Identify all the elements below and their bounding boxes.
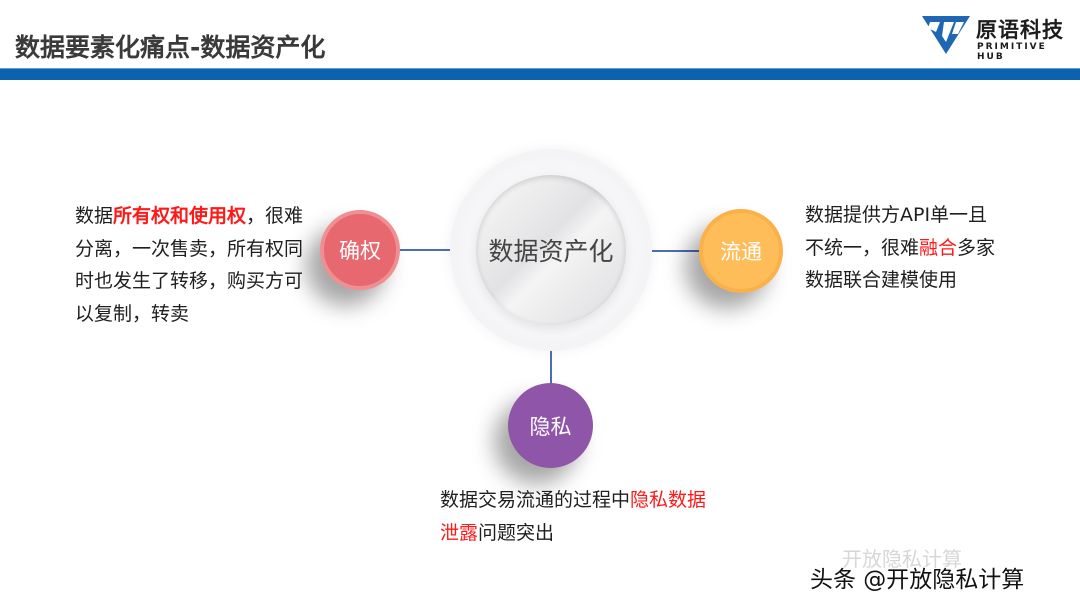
- logo-name-cn: 原语科技: [976, 18, 1064, 42]
- privacy-desc-highlight: 隐私数据泄露: [440, 489, 707, 544]
- watermark-ghost: 开放隐私计算: [842, 547, 962, 571]
- privacy-desc-prefix: 数据交易流通的过程中: [440, 489, 631, 511]
- circulation-desc-prefix: 数据提供方API单一且不统一，很难: [805, 204, 988, 259]
- privacy-description: 数据交易流通的过程中隐私数据泄露问题突出: [440, 484, 710, 549]
- ownership-description: 数据所有权和使用权，很难分离，一次售卖，所有权同时也发生了转移，购买方可以复制，…: [75, 200, 315, 330]
- header-accent-bar: [0, 68, 1080, 80]
- company-logo: 原语科技 PRIMITIVE HUB: [920, 10, 1070, 62]
- circulation-desc-highlight: 融合: [919, 236, 958, 259]
- connector-left: [400, 249, 450, 251]
- node-privacy-label: 隐私: [529, 414, 572, 439]
- node-circulation: 流通: [699, 209, 783, 293]
- hub-circle: 数据资产化: [450, 149, 652, 351]
- node-ownership-label: 确权: [339, 239, 381, 263]
- connector-bottom: [550, 350, 552, 384]
- hub-inner-circle: 数据资产化: [476, 175, 626, 325]
- node-privacy: 隐私: [508, 383, 593, 468]
- ownership-desc-rest: ，很难分离，一次售卖，所有权同时也发生了转移，购买方可以复制，转卖: [75, 205, 304, 325]
- connector-right: [652, 250, 700, 252]
- primitive-hub-logo-icon: [922, 16, 970, 54]
- watermark: 头条 @开放隐私计算: [810, 567, 1025, 593]
- node-ownership: 确权: [320, 210, 400, 290]
- ownership-desc-prefix: 数据: [75, 205, 114, 227]
- circulation-description: 数据提供方API单一且不统一，很难融合多家数据联合建模使用: [805, 199, 1005, 297]
- logo-name-en: PRIMITIVE HUB: [977, 42, 1047, 62]
- privacy-desc-rest: 问题突出: [478, 521, 555, 544]
- ownership-desc-highlight: 所有权和使用权: [113, 205, 247, 227]
- page-title: 数据要素化痛点-数据资产化: [15, 33, 326, 62]
- node-circulation-label: 流通: [720, 240, 762, 264]
- hub-label: 数据资产化: [488, 237, 614, 266]
- circulation-desc-rest: 多家数据联合建模使用: [805, 236, 996, 292]
